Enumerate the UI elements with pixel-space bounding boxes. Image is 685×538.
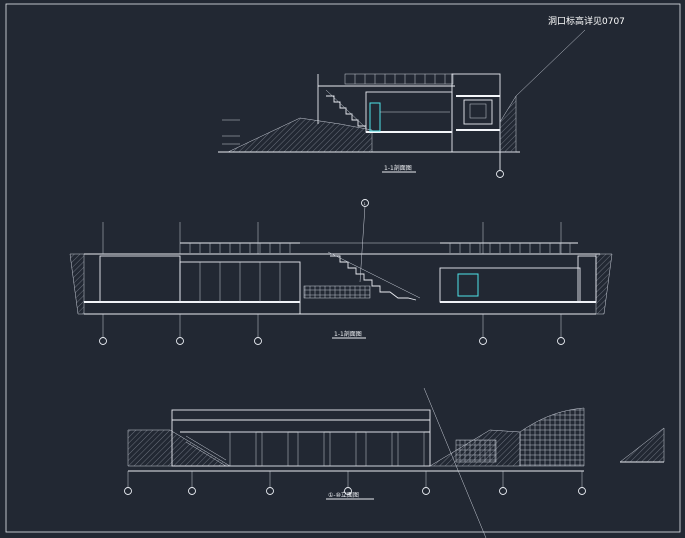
section-marker-label: 1 bbox=[364, 202, 366, 206]
middle-section-title: 1-1剖面图 bbox=[334, 330, 362, 338]
bottom-elevation-drawing bbox=[124, 387, 665, 538]
middle-section-drawing bbox=[69, 199, 613, 345]
opening-level-annotation: 洞口标高详见0707 bbox=[548, 15, 625, 27]
drawing-frame bbox=[5, 3, 681, 533]
bottom-elevation-title: ①-⑩立面图 bbox=[328, 491, 359, 499]
top-section-drawing bbox=[218, 29, 586, 178]
middle-left-earth bbox=[69, 253, 85, 315]
top-section-title: 1-1剖面图 bbox=[384, 164, 412, 172]
bottom-detail-slope bbox=[619, 427, 665, 463]
top-right-ground bbox=[499, 95, 517, 153]
bottom-right-grid-wall bbox=[519, 407, 585, 467]
top-ground-slope bbox=[227, 117, 373, 153]
bottom-left-slope bbox=[127, 429, 231, 467]
middle-right-earth bbox=[595, 253, 613, 315]
